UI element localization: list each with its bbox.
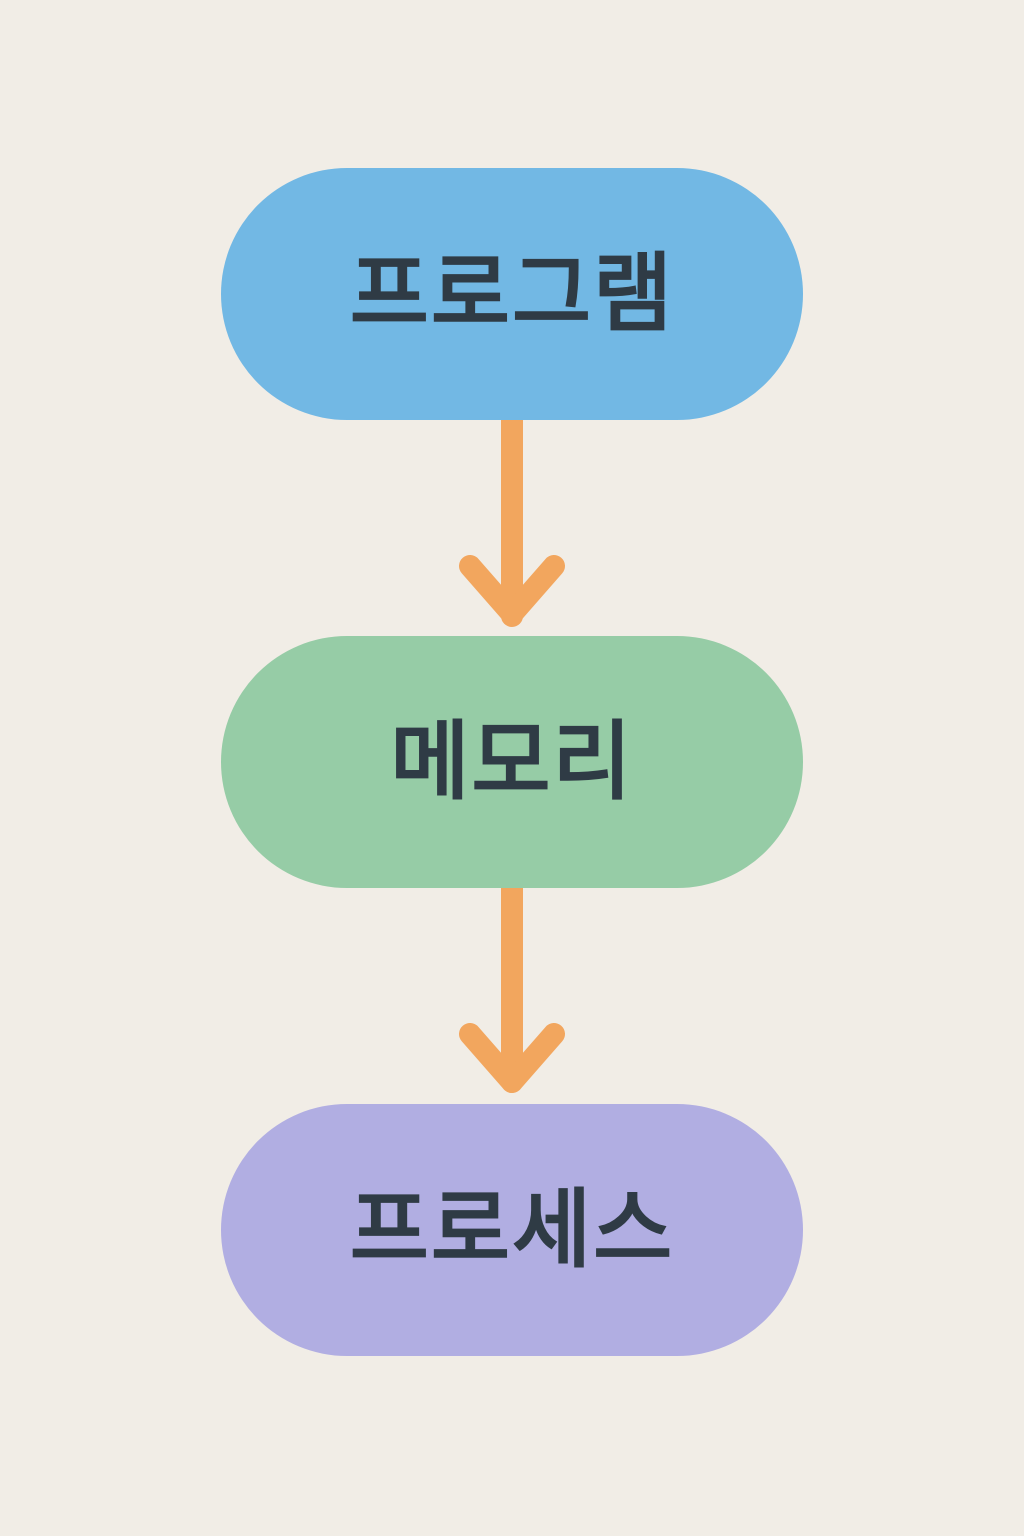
arrow-head — [459, 1023, 565, 1093]
program-label: 프로그램 — [349, 244, 675, 344]
memory-label: 메모리 — [390, 712, 634, 812]
arrow-head — [459, 555, 565, 625]
process-node: 프로세스 — [221, 1104, 803, 1356]
memory-node: 메모리 — [221, 636, 803, 888]
arrow-memory-to-process — [459, 877, 565, 1093]
program-node: 프로그램 — [221, 168, 803, 420]
process-label: 프로세스 — [349, 1180, 675, 1280]
arrow-program-to-memory — [459, 409, 565, 627]
